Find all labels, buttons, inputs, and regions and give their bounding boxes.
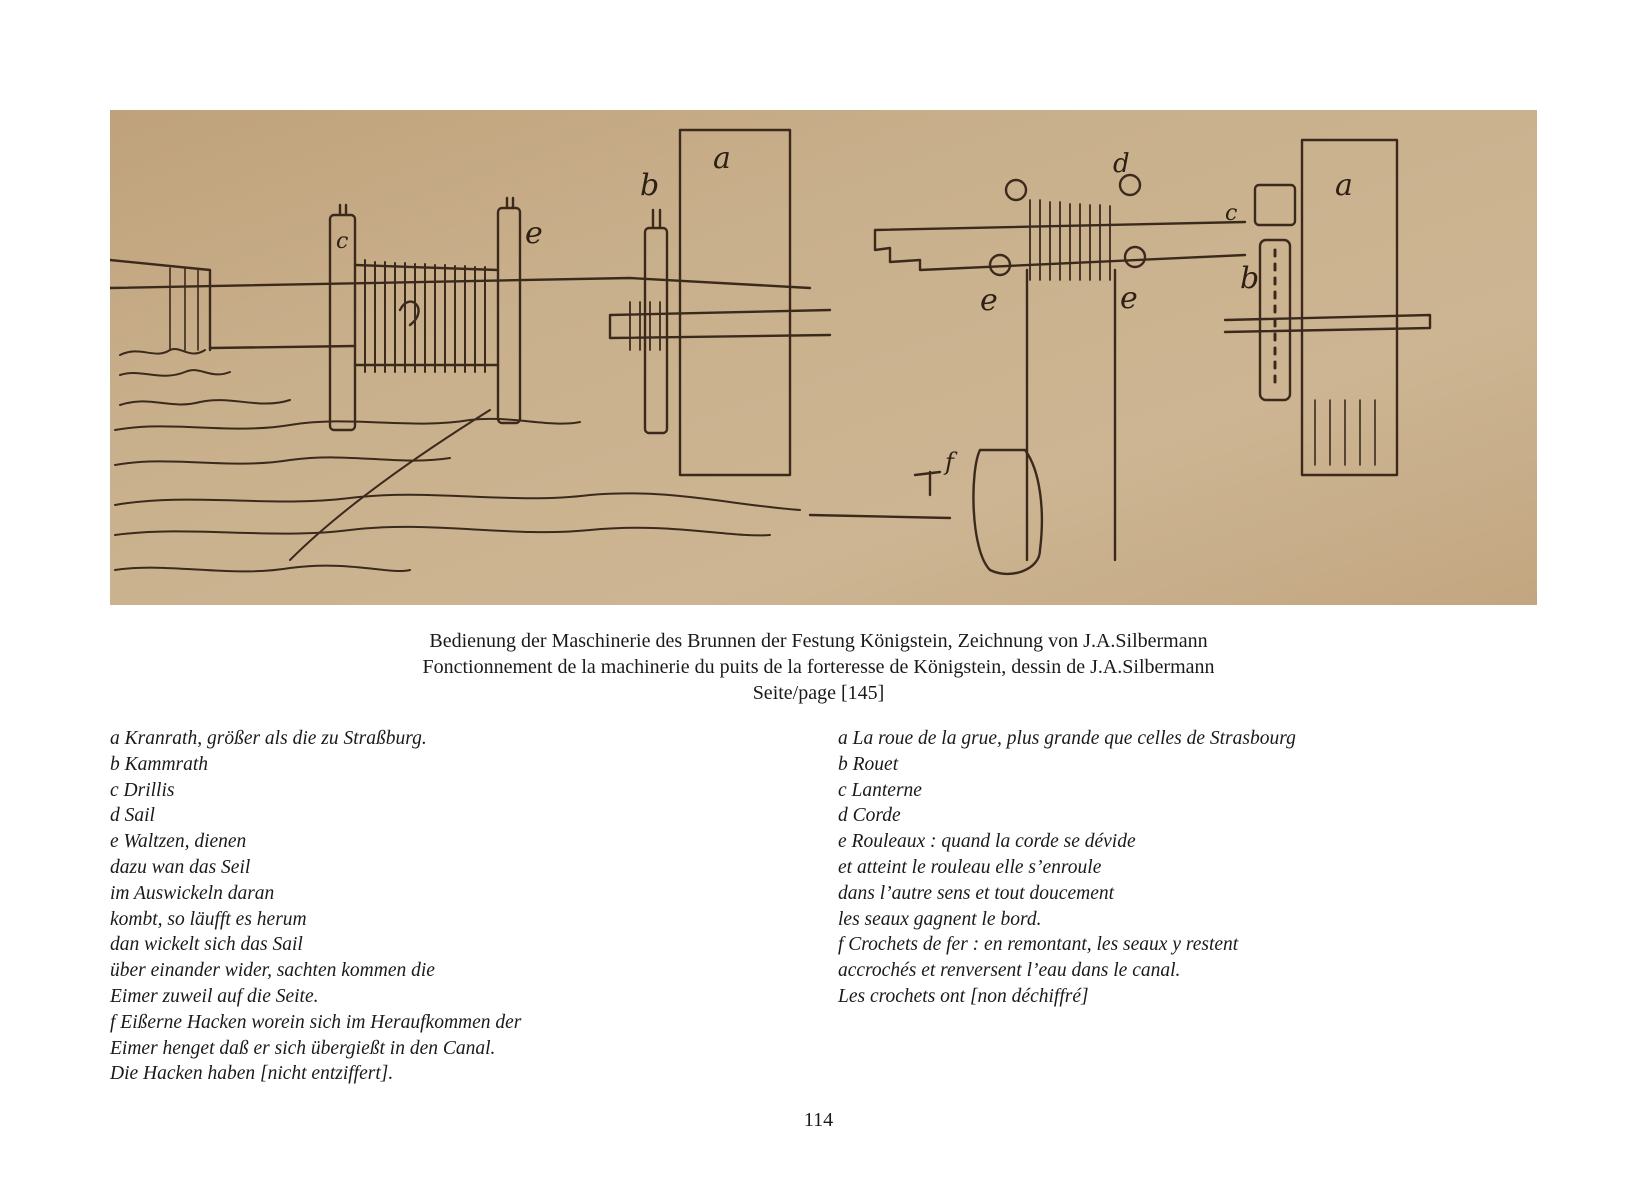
left-shaft-end [110,258,212,352]
left-shaft-hatching [169,267,199,351]
crane-wheel-a-right-hatching [1314,399,1376,466]
manuscript-drawing: a b c e a b c d e e f [110,110,1537,605]
legend-french-line: a La roue de la grue, plus grande que ce… [838,728,1296,749]
crane-wheel-a-left [678,128,792,477]
right-drum-rope-coils [1029,199,1111,281]
canal-line [808,513,952,520]
right-roller-e1 [988,253,1012,277]
legend-german-line: Die Hacken haben [nicht entziffert]. [110,1063,394,1085]
script-line-7 [114,525,771,537]
right-rope-verticals [1025,268,1117,562]
letter-b-right: b [1240,261,1259,296]
script-flourish [289,409,491,561]
legend-french-line: b Rouet [838,753,899,775]
figure-caption: Bedienung der Maschinerie des Brunnen de… [0,628,1637,706]
right-roller-top-right [1118,173,1142,197]
lantern-c-right [1253,183,1297,227]
manuscript-drawing-svg: a b c e a b c d e e f [110,110,1537,605]
legend-german-line: Eimer zuweil auf die Seite. [110,985,319,1007]
left-drum-rope-loop [398,300,420,327]
legend-german-line: f Eißerne Hacken worein sich im Heraufko… [110,1011,522,1033]
legend-french-line: f Crochets de fer : en remontant, les se… [838,934,1239,956]
legend-german-line: c Drillis [110,779,175,801]
letter-c-right: c [1225,201,1237,226]
letter-b-left: b [640,168,659,203]
script-line-6 [114,492,801,511]
caption-line-french: Fonctionnement de la machinerie du puits… [422,656,1215,678]
legend-german-line: d Sail [110,805,155,827]
legend-french-line: e Rouleaux : quand la corde se dévide [838,831,1136,853]
legend-german: a Kranrath, größer als die zu Straßburg.… [110,726,800,1087]
bucket [972,448,1044,576]
letter-e-right-2: e [1120,281,1138,316]
left-drum-flange-right [496,206,522,425]
legend-german-line: b Kammrath [110,753,209,775]
legend-german-line: a Kranrath, größer als die zu Straßburg. [110,728,427,749]
letter-d-right: d [1113,149,1130,179]
legend-french-line: c Lanterne [838,779,922,801]
caption-line-german: Bedienung der Maschinerie des Brunnen de… [429,630,1208,652]
left-drum-rope-coils [364,259,486,373]
letter-a-left: a [713,141,731,176]
letter-a-right: a [1335,168,1353,203]
cogwheel-b [643,226,669,435]
right-roller-top-left [1004,178,1028,202]
cogwheel-b-pins [651,208,662,230]
left-drum-flange-left [328,213,357,432]
left-shaft-top-line [110,276,812,290]
letter-c-left: c [336,229,348,254]
left-drum-pins [338,196,515,217]
legend-german-line: dazu wan das Seil [110,856,251,878]
axle-middle [608,308,832,340]
letter-e-left: e [525,216,543,251]
cogwheel-b-right [1258,238,1292,402]
legend-french-line: dans l’autre sens et tout doucement [838,882,1115,904]
letter-e-right-1: e [980,283,998,318]
script-line-3 [119,399,291,406]
legend-german-line: dan wickelt sich das Sail [110,934,303,956]
caption-line-page-reference: Seite/page [145] [752,682,885,704]
legend-french: a La roue de la grue, plus grande que ce… [838,726,1538,1010]
right-axle [1223,313,1432,334]
legend-french-line: Les crochets ont [non déchiffré] [838,985,1089,1007]
script-line-1 [119,347,206,356]
legend-french-line: accrochés et renversent l’eau dans le ca… [838,960,1181,982]
script-line-4 [114,417,581,431]
legend-german-line: e Waltzen, dienen [110,831,247,853]
script-line-8 [114,564,411,573]
lantern-c-left [629,301,661,351]
legend-german-line: kombt, so läufft es herum [110,908,307,930]
crane-wheel-a-right [1300,138,1399,477]
legend-german-line: im Auswickeln daran [110,882,275,904]
iron-hook-f [913,470,942,497]
page-number: 114 [803,1109,834,1131]
legend-french-line: et atteint le rouleau elle s’enroule [838,856,1102,878]
right-roller-e2 [1123,245,1147,269]
script-line-5 [114,456,451,466]
script-line-2 [119,369,231,377]
legend-german-line: Eimer henget daß er sich übergießt in de… [110,1037,496,1059]
legend-french-line: les seaux gagnent le bord. [838,908,1042,930]
legend-german-line: über einander wider, sachten kommen die [110,960,435,982]
legend-french-line: d Corde [838,805,901,827]
paper-background [110,110,1537,605]
